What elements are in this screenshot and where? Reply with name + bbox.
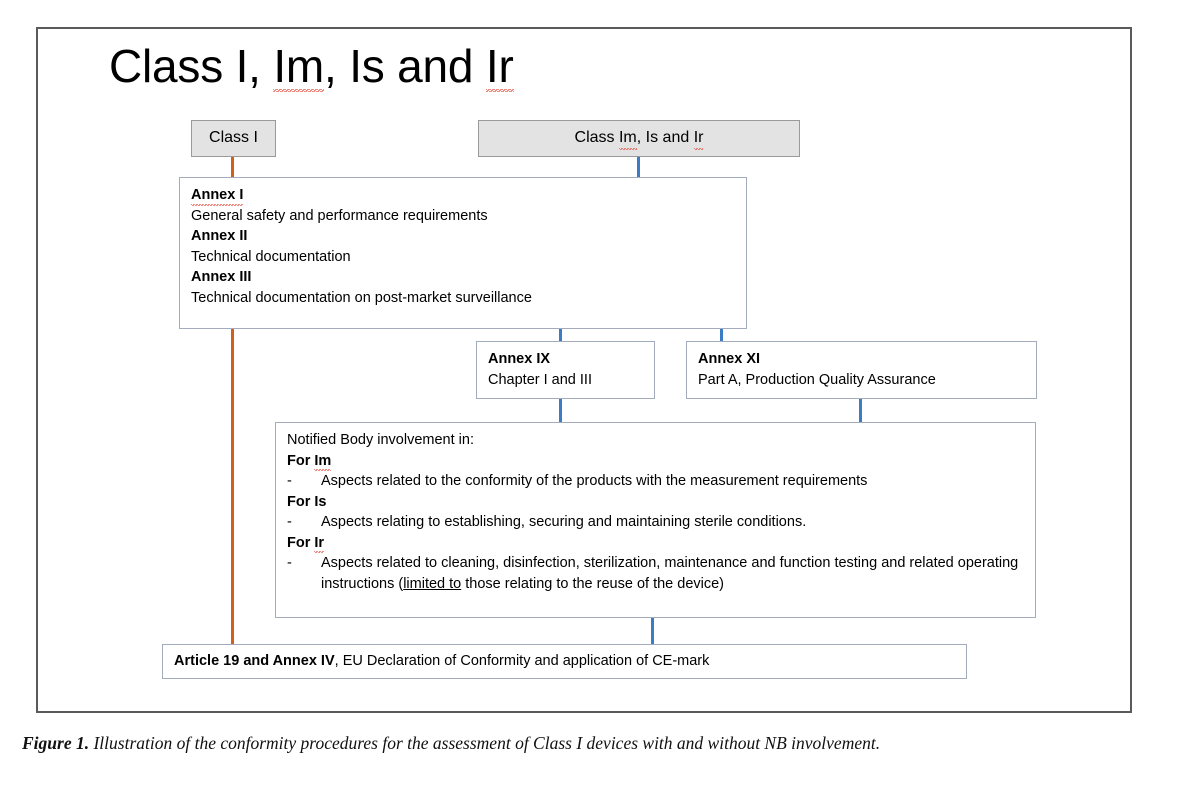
annex-row-heading: Annex II	[191, 226, 735, 247]
nb-bullet-ir: - Aspects related to cleaning, disinfect…	[287, 553, 1024, 594]
title-misspelled-im: Im	[273, 40, 325, 92]
nb-heading-prefix: For	[287, 493, 315, 510]
nb-bullet-text: Aspects related to cleaning, disinfectio…	[321, 553, 1024, 594]
caption-label: Figure 1.	[22, 733, 90, 753]
connector-annex-ix-to-notified-body	[559, 399, 562, 423]
title-text-middle: , Is and	[324, 40, 486, 92]
figure-caption: Figure 1. Illustration of the conformity…	[22, 730, 1162, 756]
annex-xi-text: Part A, Production Quality Assurance	[698, 371, 936, 388]
connector-class-imisir-to-annexes	[637, 157, 640, 178]
nb-bullet-text-b: those relating to the reuse of the devic…	[461, 576, 725, 593]
nb-bullet-text-a: Aspects related to cleaning, disinfectio…	[321, 555, 1019, 593]
caption-text: Illustration of the conformity procedure…	[89, 733, 881, 753]
connector-annexes-to-article19	[231, 329, 234, 645]
page-title: Class I, Im, Is and Ir	[109, 40, 514, 93]
node-class-label-before: Class	[574, 129, 619, 147]
annex-row-text: Technical documentation	[191, 248, 351, 265]
node-class-label-middle: , Is and	[636, 129, 694, 147]
article-19-bold-text: Article 19 and Annex IV	[174, 653, 335, 670]
nb-intro: Notified Body involvement in:	[287, 432, 474, 448]
title-misspelled-ir: Ir	[485, 40, 514, 92]
node-article-19[interactable]: Article 19 and Annex IV, EU Declaration …	[162, 644, 967, 679]
nb-heading-prefix: For	[287, 534, 315, 551]
node-class-im-is-ir-label: Class Im, Is and Ir	[574, 127, 703, 150]
annex-ix-heading: Annex IX	[488, 349, 643, 370]
nb-heading-prefix: For	[287, 452, 315, 469]
node-notified-body[interactable]: Notified Body involvement in: For Im - A…	[275, 422, 1036, 618]
nb-heading-misspelled-ir: Ir	[314, 533, 324, 554]
node-class-misspelled-ir: Ir	[693, 127, 703, 150]
annex-row-text: Technical documentation on post-market s…	[191, 289, 532, 306]
annex-xi-heading: Annex XI	[698, 349, 1025, 370]
annex-row-heading: Annex III	[191, 267, 735, 288]
nb-bullet-dash: -	[287, 555, 292, 572]
nb-bullet-im: - Aspects related to the conformity of t…	[287, 471, 1024, 492]
annex-ix-text: Chapter I and III	[488, 371, 592, 388]
annex-iii-heading: Annex III	[191, 269, 252, 286]
node-class-i[interactable]: Class I	[191, 120, 276, 157]
title-text-before: Class I,	[109, 40, 274, 92]
connector-annexes-to-annex-ix	[559, 329, 562, 342]
node-annexes[interactable]: Annex I General safety and performance r…	[179, 177, 747, 329]
node-class-misspelled-im: Im	[618, 127, 637, 150]
nb-group-heading-im: For Im	[287, 451, 1024, 472]
connector-annex-xi-to-notified-body	[859, 399, 862, 423]
figure-frame: Class I, Im, Is and Ir Class I Class Im,…	[36, 27, 1132, 713]
connector-notified-body-to-article19	[651, 618, 654, 645]
annex-ii-heading: Annex II	[191, 228, 248, 245]
annex-ix-heading-text: Annex IX	[488, 351, 551, 367]
nb-heading-misspelled-im: Im	[314, 451, 331, 472]
nb-bullet-text-underlined: limited to	[403, 576, 462, 593]
annex-row-text: General safety and performance requireme…	[191, 207, 488, 224]
node-class-im-is-ir[interactable]: Class Im, Is and Ir	[478, 120, 800, 157]
annex-i-heading: Annex I	[191, 185, 244, 206]
node-annex-xi[interactable]: Annex XI Part A, Production Quality Assu…	[686, 341, 1037, 399]
nb-bullet-dash: -	[287, 473, 292, 490]
nb-group-heading-ir: For Ir	[287, 533, 1024, 554]
nb-group-heading-is: For Is	[287, 492, 1024, 513]
article-19-bold: Article 19 and Annex IV	[174, 653, 335, 669]
article-19-rest: , EU Declaration of Conformity and appli…	[334, 653, 710, 670]
nb-bullet-dash: -	[287, 514, 292, 531]
nb-bullet-is: - Aspects relating to establishing, secu…	[287, 512, 1024, 533]
nb-bullet-text: Aspects related to the conformity of the…	[321, 473, 868, 490]
connector-annexes-to-annex-xi	[720, 329, 723, 342]
annex-row-heading: Annex I	[191, 185, 735, 206]
nb-heading-is: Is	[314, 493, 327, 510]
node-annex-ix[interactable]: Annex IX Chapter I and III	[476, 341, 655, 399]
annex-xi-heading-text: Annex XI	[698, 351, 761, 367]
connector-class-i-to-annexes	[231, 157, 234, 178]
node-class-i-label: Class I	[209, 129, 258, 147]
nb-bullet-text: Aspects relating to establishing, securi…	[321, 514, 807, 531]
